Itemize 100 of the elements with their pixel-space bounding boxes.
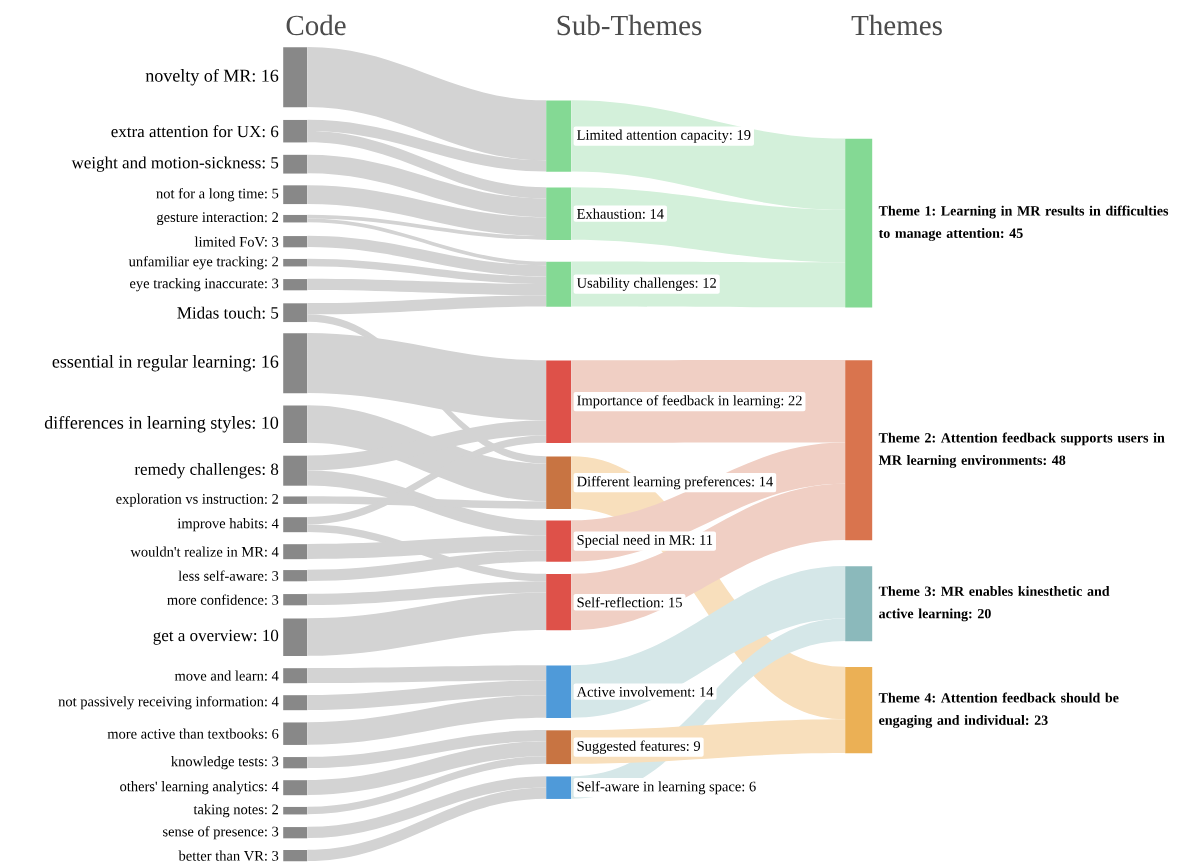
flow-band [307,333,546,421]
flow-band [307,214,546,240]
node-bar [845,667,873,754]
flow-band [307,787,546,862]
code-label: move and learn: 4 [174,670,279,681]
node-bar [283,722,308,745]
node-bar [283,806,308,815]
theme-label: Theme 1: Learning in MR results in difficulties to manage attention: 45 [878,205,1169,241]
flow-band [307,550,546,582]
code-label: essential in regular learning: 16 [52,355,279,372]
node-bar [283,405,308,443]
flow-band [571,566,845,718]
column-heading: Themes [851,14,942,36]
node-bar [546,360,572,443]
node-label: Self-reflection: 15 [577,596,682,608]
flow-band [307,535,546,559]
sub-theme-label: Importance of feedback in learning: 22 [573,392,806,412]
node-bar [283,119,308,143]
node-bar [283,47,308,108]
code-label: more active than textbooks: 6 [107,728,279,739]
code-label: extra attention for UX: 6 [111,125,279,138]
flow-band [307,730,546,769]
node-label: Exhaustion: 14 [577,208,664,219]
flow-band [307,278,546,296]
flow-band [307,119,546,172]
node-bar [283,780,308,796]
node-bar [283,618,308,656]
code-label: exploration vs instruction: 2 [116,493,278,507]
flow-band [307,776,546,839]
flow-band [307,435,546,525]
node-bar [546,665,572,718]
node-bar [546,261,572,307]
flow-band [307,680,546,710]
flow-band [307,154,546,218]
node-bar [546,100,572,172]
column-heading: Code [286,14,346,36]
node-bar [283,668,308,684]
flow-band [307,258,546,284]
flow-band [307,185,546,236]
flow-band [307,756,546,815]
node-bar [546,574,572,631]
code-label: improve habits: 4 [177,518,279,532]
code-label: sense of presence: 3 [163,826,279,840]
flow-band [307,295,546,315]
node-bar [845,138,873,308]
code-label: differences in learning styles: 10 [44,415,279,433]
code-label: unfamiliar eye tracking: 2 [128,256,279,270]
sub-theme-label: Different learning preferences: 14 [573,473,777,493]
node-bar [546,520,572,562]
code-label: not for a long time: 5 [156,188,279,202]
node-bar [283,517,308,533]
code-label: less self-aware: 3 [178,570,279,581]
flow-band [307,420,546,471]
theme-label: Theme 2: Attention feedback supports users in MR learning environments: 48 [878,432,1165,468]
code-label: not passively receiving information: 4 [58,696,279,710]
flow-band [307,218,546,266]
code-label: eye tracking inaccurate: 3 [130,278,279,292]
node-bar [845,360,873,541]
node-bar [546,776,572,799]
node-bar [283,544,308,560]
node-bar [283,827,308,839]
flow-band [307,496,546,509]
node-bar [283,185,308,205]
code-label: remedy challenges: 8 [134,462,279,479]
flow-band [307,581,546,606]
node-bar [546,187,572,240]
flow-band [307,665,546,683]
code-label: get a overview: 10 [153,629,279,645]
code-label: limited FoV: 3 [194,236,279,247]
code-label: others' learning analytics: 4 [120,781,279,795]
theme-label: Theme 4: Attention feedback should be engaging and individual: 23 [878,692,1119,728]
node-bar [283,570,308,582]
sub-theme-label: Self-aware in learning space: 6 [573,778,760,798]
node-bar [283,850,308,862]
node-bar [283,757,308,769]
node-bar [283,154,308,174]
node-bar [283,496,308,504]
node-bar [283,279,308,291]
node-bar [283,333,308,394]
node-bar [283,214,308,223]
flow-band [307,47,546,161]
flow-band [571,187,845,263]
node-bar [283,236,308,248]
node-bar [845,566,873,642]
theme-label: Theme 3: MR enables kinesthetic and active learning: 20 [878,586,1110,622]
code-label: taking notes: 2 [193,804,278,818]
column-heading: Sub-Themes [557,14,702,36]
node-bar [283,455,308,486]
code-label: better than VR: 3 [178,850,279,861]
code-label: novelty of MR: 16 [145,68,279,86]
flow-band [307,695,546,745]
code-label: gesture interaction: 2 [157,212,278,226]
flow-band [307,131,546,199]
node-bar [546,730,572,765]
code-label: weight and motion-sickness: 5 [71,156,279,172]
code-label: Midas touch: 5 [177,306,279,319]
code-label: more confidence: 3 [167,594,279,605]
flow-band [307,592,546,656]
flow-band [307,235,546,277]
code-label: wouldn't realize in MR: 4 [130,546,279,557]
